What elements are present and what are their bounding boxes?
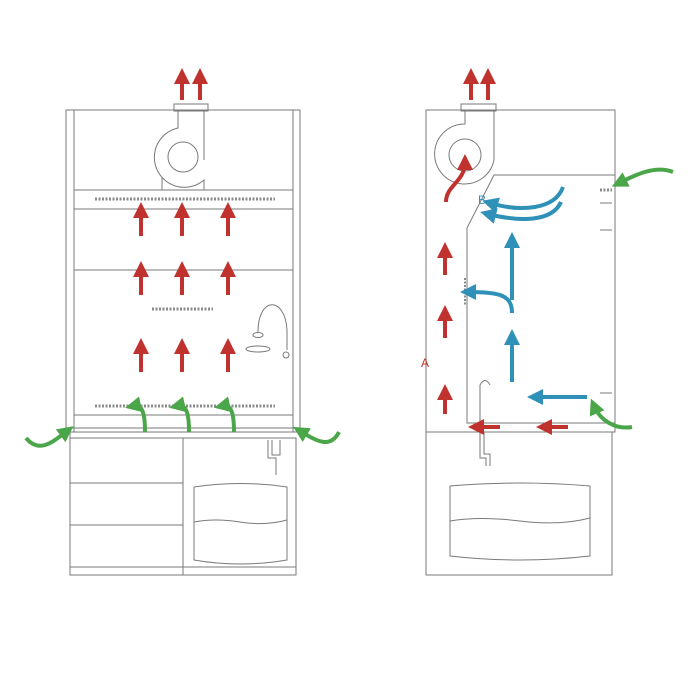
base-cabinet: [425, 431, 613, 576]
intake-arrows: [589, 167, 674, 430]
exhaust-arrows: [437, 68, 568, 435]
intake-arrows: [24, 396, 341, 448]
faucet: [479, 380, 491, 423]
exhaust-arrows: [133, 68, 236, 372]
internal-flow-arrows: [460, 186, 587, 405]
label-a: A: [421, 356, 429, 370]
front-view: [24, 68, 341, 576]
hood-frame: [425, 109, 616, 433]
blower-fan: [153, 103, 209, 190]
faucet: [245, 304, 290, 359]
base-cabinet: [69, 432, 297, 576]
hood-frame: [65, 109, 301, 433]
blower-fan: [434, 103, 497, 185]
label-b: B: [478, 193, 486, 207]
side-section-view: A B: [421, 68, 674, 576]
